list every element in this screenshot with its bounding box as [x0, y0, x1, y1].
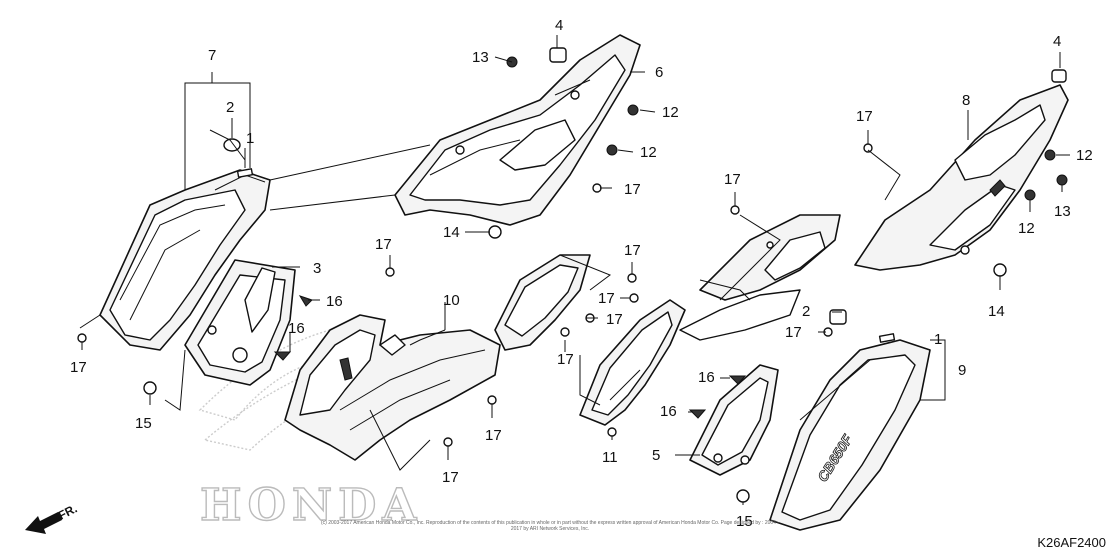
callout-4: 4 — [1053, 33, 1061, 50]
center-side-cover — [494, 254, 591, 351]
callout-17: 17 — [485, 427, 502, 444]
callout-17: 17 — [598, 290, 615, 307]
diagram-code: K26AF2400 — [1037, 535, 1106, 550]
callout-17: 17 — [856, 108, 873, 125]
callout-16: 16 — [660, 403, 677, 420]
callout-labels: 7 2 1 3 4 13 6 12 12 17 14 4 8 17 12 13 … — [70, 17, 1093, 530]
part-3-inner-panel — [184, 259, 296, 386]
callout-15: 15 — [135, 415, 152, 432]
callout-17: 17 — [785, 324, 802, 341]
part-7-cowl — [99, 168, 271, 351]
callout-15: 15 — [736, 513, 753, 530]
callout-14: 14 — [988, 303, 1005, 320]
part-6-upper-cowl — [394, 34, 641, 226]
callout-9: 9 — [958, 362, 966, 379]
callout-5: 5 — [652, 447, 660, 464]
callout-16: 16 — [288, 320, 305, 337]
callout-8: 8 — [962, 92, 970, 109]
callout-1: 1 — [934, 331, 942, 348]
upper-center-cowl-right — [699, 214, 841, 301]
part-9-lower-cowl: CB650F — [769, 339, 931, 531]
callout-17: 17 — [606, 311, 623, 328]
callout-3: 3 — [313, 260, 321, 277]
callout-17: 17 — [724, 171, 741, 188]
callout-12: 12 — [662, 104, 679, 121]
fasteners — [77, 47, 1068, 503]
part-11-center-cover — [579, 289, 801, 426]
callout-4: 4 — [555, 17, 563, 34]
callout-17: 17 — [442, 469, 459, 486]
callout-16: 16 — [326, 293, 343, 310]
callout-12: 12 — [640, 144, 657, 161]
callout-12: 12 — [1076, 147, 1093, 164]
callout-13: 13 — [1054, 203, 1071, 220]
callout-11: 11 — [602, 449, 618, 466]
callout-7: 7 — [208, 47, 216, 64]
part-8-right-cowl — [854, 84, 1069, 271]
front-arrow-icon — [25, 512, 62, 534]
leader-lines — [79, 35, 1070, 505]
callout-17: 17 — [70, 359, 87, 376]
callout-17: 17 — [624, 242, 641, 259]
callout-1: 1 — [246, 130, 254, 147]
callout-13: 13 — [472, 49, 489, 66]
part-5-panel — [689, 364, 779, 476]
part-10-inner-cover — [284, 314, 501, 461]
copyright-notice: (c) 2003-2017 American Honda Motor Co., … — [320, 520, 780, 532]
callout-10: 10 — [443, 292, 460, 309]
callout-12: 12 — [1018, 220, 1035, 237]
callout-17: 17 — [375, 236, 392, 253]
callout-17: 17 — [624, 181, 641, 198]
watermark-text: HONDA — [200, 480, 422, 531]
callout-17: 17 — [557, 351, 574, 368]
callout-2: 2 — [802, 303, 810, 320]
callout-2: 2 — [226, 99, 234, 116]
callout-16: 16 — [698, 369, 715, 386]
callout-6: 6 — [655, 64, 663, 81]
callout-14: 14 — [443, 224, 460, 241]
